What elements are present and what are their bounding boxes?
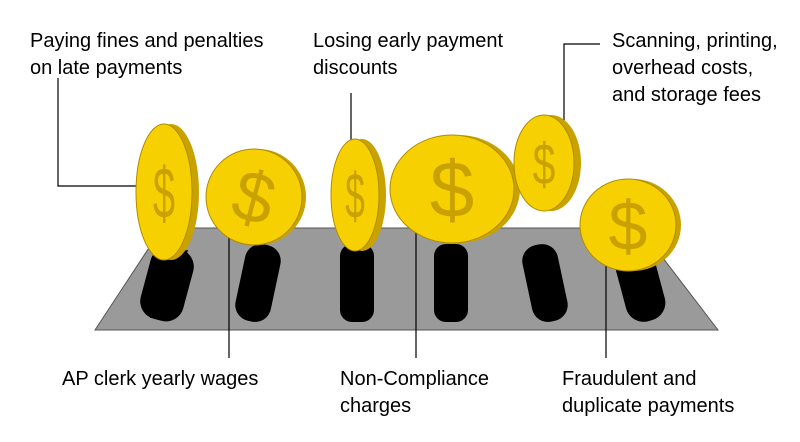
coin-fines: $ bbox=[135, 123, 199, 261]
slot-3 bbox=[340, 244, 374, 322]
coin-scan: $ bbox=[513, 114, 581, 212]
coin-fraud: $ bbox=[579, 178, 681, 272]
label-early-payment-discounts: Losing early payment discounts bbox=[313, 30, 504, 79]
label-fraudulent-payments: Fraudulent and duplicate payments bbox=[562, 368, 735, 417]
coin-early: $ bbox=[330, 138, 386, 252]
slot-2 bbox=[235, 244, 281, 322]
label-non-compliance: Non-Compliance charges bbox=[340, 368, 489, 417]
slot-5 bbox=[522, 244, 568, 322]
dollar-sign-icon: $ bbox=[153, 154, 175, 235]
callout-line-scan bbox=[563, 43, 600, 157]
label-scanning-costs: Scanning, printing, overhead costs, and … bbox=[612, 30, 778, 106]
coin-noncomp: $ bbox=[389, 134, 520, 244]
slot-4 bbox=[434, 244, 468, 322]
label-fines-penalties: Paying fines and penalties on late payme… bbox=[30, 30, 264, 79]
label-clerk-wages: AP clerk yearly wages bbox=[62, 368, 259, 390]
callout-line-fines bbox=[57, 78, 152, 187]
dollar-sign-icon: $ bbox=[345, 160, 365, 232]
dollar-sign-icon: $ bbox=[533, 132, 556, 197]
dollar-sign-icon: $ bbox=[609, 187, 648, 265]
slot-1-round bbox=[140, 246, 194, 322]
dollar-sign-icon: $ bbox=[430, 145, 475, 234]
coin-wages: $ bbox=[205, 148, 306, 246]
